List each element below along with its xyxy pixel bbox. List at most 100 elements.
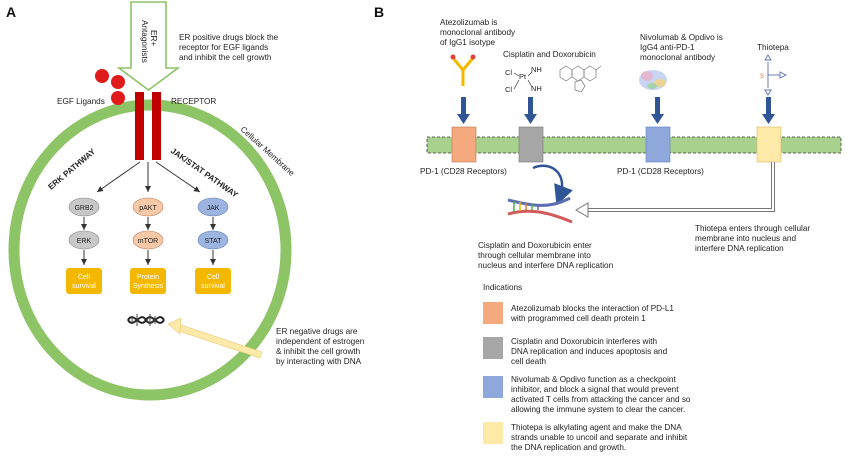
doxorubicin-structure-icon bbox=[559, 65, 602, 93]
node-pakt-label: pAKT bbox=[139, 205, 157, 212]
dna-replication-icon bbox=[507, 196, 573, 224]
egf-ligand-1 bbox=[95, 69, 109, 83]
pathway-akt: pAKT mTOR Protein Synthesis bbox=[130, 197, 166, 294]
panel-a: A Cellular Membrane ER+ Antagonists ER p… bbox=[6, 1, 365, 401]
node-pakt bbox=[132, 197, 164, 217]
legend-swatch-2 bbox=[483, 337, 503, 359]
indication-3-line3: activated T cells from attacking the can… bbox=[511, 395, 691, 404]
indication-1-line2: with programmed cell death protein 1 bbox=[510, 314, 646, 323]
er-positive-note-3: and inhibit the cell growth bbox=[179, 53, 272, 62]
node-jak bbox=[197, 197, 229, 217]
receptor-label: RECEPTOR bbox=[171, 97, 216, 106]
svg-text:NH: NH bbox=[531, 65, 542, 74]
cisplatin-title: Cisplatin and Doxorubicin bbox=[503, 50, 596, 59]
indication-nivolumab: Nivolumab & Opdivo function as a checkpo… bbox=[483, 375, 691, 414]
cisplatin-structure-icon: Cl Pt NH NH Cl bbox=[505, 65, 542, 94]
indication-cisplatin: Cisplatin and Doxorubicin interferes wit… bbox=[483, 337, 668, 366]
cisplatin-note-1: Cisplatin and Doxorubicin enter bbox=[478, 241, 592, 250]
cell-membrane bbox=[8, 99, 292, 401]
svg-text:NH: NH bbox=[531, 84, 542, 93]
receptor-bar-right bbox=[152, 92, 161, 160]
indication-4-line3: the DNA replication and growth. bbox=[511, 443, 626, 452]
thiotepa-note-2: membrane into nucleus and bbox=[695, 234, 796, 243]
indication-3-line4: allowing the immune system to clear the … bbox=[511, 405, 685, 414]
down-arrows bbox=[457, 97, 775, 124]
pd1-right-label: PD-1 (CD28 Receptors) bbox=[617, 167, 704, 176]
cisplatin-note-2: through cellular membrane into bbox=[478, 251, 591, 260]
thiotepa-path-arrow-inner bbox=[584, 162, 774, 211]
atezolizumab-note-3: of IgG1 isotype bbox=[440, 38, 496, 47]
node-stat-label: STAT bbox=[205, 238, 223, 245]
pd1-left-label: PD-1 (CD28 Receptors) bbox=[420, 167, 507, 176]
node-erk bbox=[68, 230, 100, 250]
antibody-icon bbox=[450, 54, 476, 86]
indication-thiotepa: Thiotepa is alkylating agent and make th… bbox=[483, 422, 688, 452]
indication-4-line1: Thiotepa is alkylating agent and make th… bbox=[511, 423, 682, 432]
arrow-thiotepa bbox=[766, 97, 771, 115]
outcome-protein-synthesis bbox=[130, 268, 166, 294]
svg-text:S: S bbox=[760, 74, 764, 80]
outcome-1-line1: Cell bbox=[78, 274, 91, 281]
indication-1-line1: Atezolizumab blocks the interaction of P… bbox=[511, 304, 674, 313]
outcome-3-line1: Cell bbox=[207, 274, 220, 281]
svg-text:Cl: Cl bbox=[505, 85, 512, 94]
nivolumab-note-3: monoclonal antibody bbox=[640, 53, 716, 62]
svg-text:Cl: Cl bbox=[505, 68, 512, 77]
indication-2-line3: cell death bbox=[511, 357, 546, 366]
outcome-1-line2: survival bbox=[72, 283, 96, 290]
outcome-cell-survival-1 bbox=[66, 268, 102, 294]
dna-helix-icon bbox=[127, 314, 165, 326]
arrow-cisplatin bbox=[528, 97, 533, 115]
legend-swatch-4 bbox=[483, 422, 503, 444]
thiotepa-label: Thiotepa bbox=[757, 43, 789, 52]
thiotepa-note-3: interfere DNA replication bbox=[695, 244, 784, 253]
er-negative-arrowhead bbox=[167, 317, 182, 335]
arrow-to-jak bbox=[155, 161, 201, 193]
node-grb2 bbox=[68, 197, 100, 217]
egf-ligand-3 bbox=[111, 91, 125, 105]
outcome-cell-survival-2 bbox=[195, 268, 231, 294]
panel-b-label: B bbox=[374, 4, 384, 20]
indication-3-line1: Nivolumab & Opdivo function as a checkpo… bbox=[511, 375, 676, 384]
thiotepa-target-box bbox=[756, 126, 782, 163]
cisplatin-note-3: nucleus and interfere DNA replication bbox=[478, 261, 614, 270]
er-negative-note-3: & inhibit the cell growth bbox=[276, 347, 361, 356]
pathway-erk: GRB2 ERK Cell survival bbox=[66, 197, 102, 294]
outcome-2-line1: Protein bbox=[137, 274, 159, 281]
arrow-atezolizumab bbox=[461, 97, 466, 115]
indication-2-line2: DNA replication and induces apoptosis an… bbox=[511, 347, 668, 356]
er-negative-note-2: independent of estrogen bbox=[276, 337, 365, 346]
node-erk-label: ERK bbox=[77, 238, 92, 245]
indications-title: Indications bbox=[483, 283, 522, 292]
node-mtor bbox=[132, 230, 164, 250]
egf-ligands-label: EGF Ligands bbox=[57, 97, 105, 106]
thiotepa-structure-icon: S bbox=[760, 54, 788, 96]
receptor-bar-left bbox=[135, 92, 144, 160]
panel-a-label: A bbox=[6, 4, 16, 20]
thiotepa-note-1: Thiotepa enters through cellular bbox=[695, 224, 810, 233]
indication-atezolizumab: Atezolizumab blocks the interaction of P… bbox=[483, 302, 674, 324]
nivolumab-note-2: IgG4 anti-PD-1 bbox=[640, 43, 695, 52]
pd1-receptor-right bbox=[645, 126, 671, 163]
outcome-2-line2: Synthesis bbox=[133, 283, 164, 290]
er-negative-note-4: by interacting with DNA bbox=[276, 357, 362, 366]
nivolumab-protein-icon bbox=[639, 70, 667, 90]
er-antagonist-arrow bbox=[116, 1, 181, 91]
indication-4-line2: strands unable to uncoil and separate an… bbox=[511, 433, 688, 442]
antagonist-label-line1: ER+ bbox=[149, 30, 158, 46]
atezolizumab-note-1: Atezolizumab is bbox=[440, 18, 497, 27]
legend-swatch-1 bbox=[483, 302, 503, 324]
arrow-nivolumab bbox=[655, 97, 660, 115]
er-negative-note-1: ER negative drugs are bbox=[276, 327, 358, 336]
indication-2-line1: Cisplatin and Doxorubicin interferes wit… bbox=[511, 337, 658, 346]
svg-text:Pt: Pt bbox=[519, 72, 527, 81]
arrow-to-erk bbox=[96, 161, 141, 193]
indication-3-line2: inhibitor, and block a signal that would… bbox=[511, 385, 679, 394]
egf-ligand-2 bbox=[111, 75, 125, 89]
er-positive-note-1: ER positive drugs block the bbox=[179, 33, 279, 42]
curved-arrow-icon bbox=[532, 164, 573, 206]
node-mtor-label: mTOR bbox=[138, 238, 158, 245]
cisplatin-target-box bbox=[518, 126, 544, 163]
node-jak-label: JAK bbox=[207, 205, 220, 212]
